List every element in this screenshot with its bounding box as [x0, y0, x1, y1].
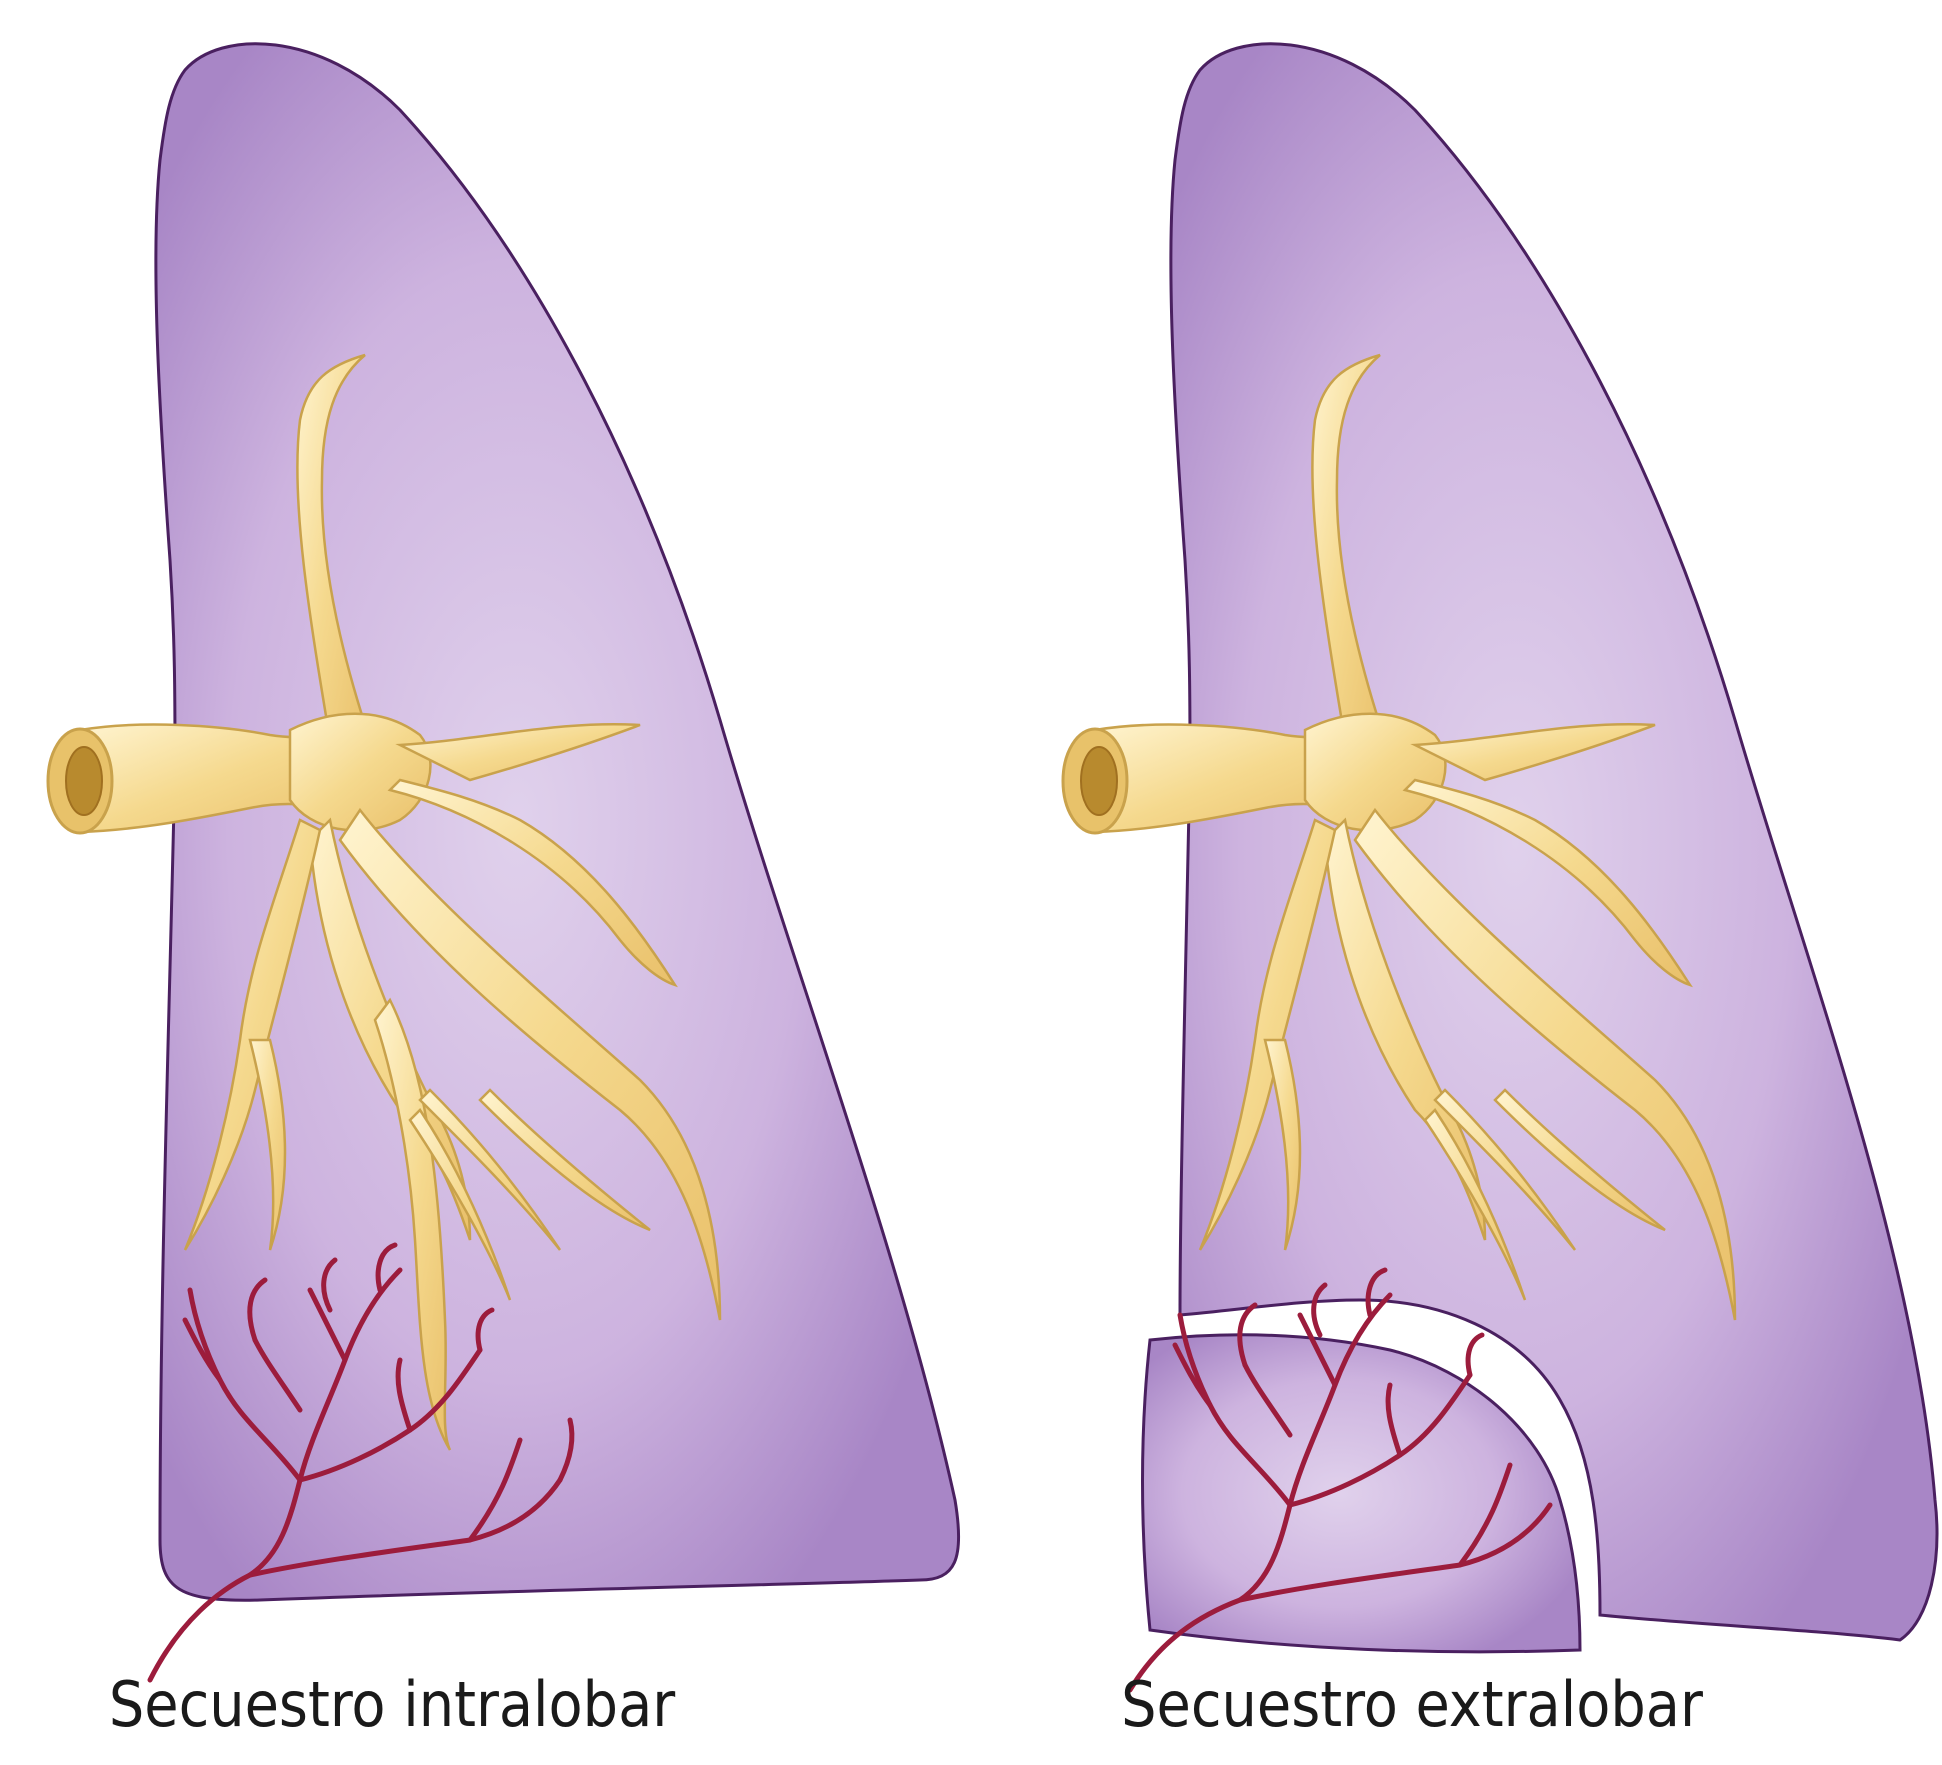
extralobar-panel: [1063, 44, 1937, 1690]
intralobar-panel: [48, 44, 959, 1680]
lung-shape: [156, 44, 959, 1600]
caption-extralobar: Secuestro extralobar: [1121, 1668, 1703, 1741]
caption-intralobar: Secuestro intralobar: [109, 1668, 675, 1741]
sequestered-lobe: [1143, 1335, 1581, 1652]
